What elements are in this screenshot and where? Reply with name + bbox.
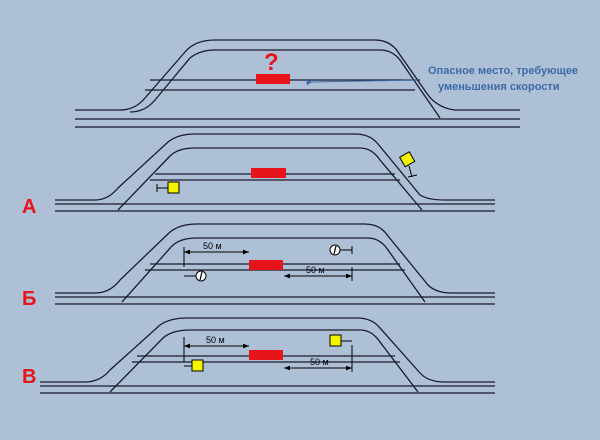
track-middle-1 — [129, 49, 441, 119]
note-arrow — [306, 79, 419, 86]
yellow-sign-icon — [167, 181, 180, 194]
yellow-sign-icon — [191, 359, 204, 372]
row-label-b: Б — [22, 288, 36, 310]
track-middle-1 — [121, 237, 426, 303]
scene-top: ? Опасное место, требующее уменьшения ск… — [75, 39, 578, 128]
hazard-zone — [256, 74, 290, 84]
track-middle-1 — [109, 329, 419, 393]
speed-sign-right — [398, 151, 418, 178]
note-line-2: уменьшения скорости — [438, 81, 560, 93]
scene-b: 50 м 50 м Б — [22, 223, 495, 310]
scene-a: А — [22, 133, 495, 218]
hazard-zone — [249, 350, 283, 360]
speed-sign-left — [184, 270, 207, 282]
yellow-sign-icon — [398, 151, 416, 168]
question-mark: ? — [264, 49, 279, 76]
scene-v: 50 м 50 м В — [22, 317, 495, 394]
dim-left-label: 50 м — [206, 335, 225, 345]
speed-sign-left — [184, 359, 204, 372]
dim-left-label: 50 м — [203, 241, 222, 251]
dim-right-label: 50 м — [310, 357, 329, 367]
track-outer — [75, 39, 520, 111]
track-middle-1 — [117, 147, 423, 211]
note-line-1: Опасное место, требующее — [428, 65, 578, 77]
hazard-zone — [249, 260, 283, 270]
row-label-a: А — [22, 196, 36, 218]
track-outer — [55, 223, 495, 294]
row-label-v: В — [22, 366, 36, 388]
speed-sign-right — [329, 334, 352, 347]
hazard-zone — [251, 168, 286, 178]
track-outer — [40, 317, 495, 383]
track-outer — [55, 133, 495, 201]
yellow-sign-icon — [329, 334, 342, 347]
speed-sign-left — [156, 181, 180, 194]
speed-sign-right — [329, 244, 353, 256]
dim-right-label: 50 м — [306, 265, 325, 275]
